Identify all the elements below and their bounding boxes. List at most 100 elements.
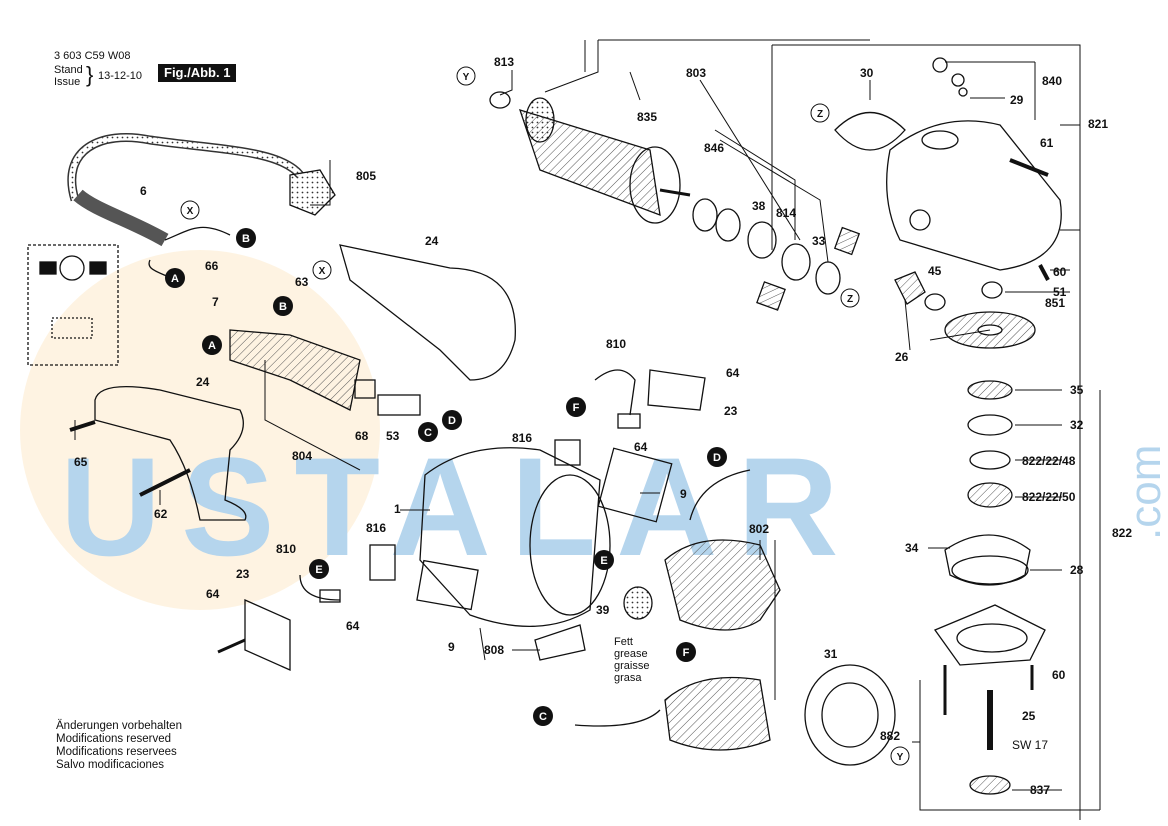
grease-en: grease: [614, 648, 648, 660]
callout-z-1: Z: [810, 103, 830, 123]
callout-f-1: F: [566, 397, 586, 417]
callout-b-1: B: [236, 228, 256, 248]
svg-text:Z: Z: [817, 109, 823, 120]
label-7: 7: [212, 295, 219, 309]
label-821: 821: [1088, 117, 1108, 131]
circlip-846: [692, 198, 718, 232]
label-822: 822: [1112, 526, 1132, 540]
screw-65: [69, 420, 96, 432]
label-60-lower: 60: [1052, 668, 1066, 682]
grease-fr: graisse: [614, 660, 649, 672]
ring-33: [815, 261, 841, 295]
label-813: 813: [494, 55, 514, 69]
svg-text:Y: Y: [463, 72, 470, 83]
label-814: 814: [776, 206, 796, 220]
label-34: 34: [905, 541, 919, 555]
label-64-c: 64: [346, 619, 360, 633]
label-51: 51: [1053, 285, 1067, 299]
brace-icon: }: [86, 62, 94, 87]
issue-date: 13-12-10: [98, 70, 143, 82]
label-6: 6: [140, 184, 147, 198]
label-29: 29: [1010, 93, 1024, 107]
label-816-upper: 816: [512, 431, 532, 445]
figure-label: Fig./Abb. 1: [158, 64, 237, 82]
watermark-suffix: .com: [1121, 445, 1168, 540]
label-63: 63: [295, 275, 309, 289]
flange-31: [804, 664, 896, 766]
svg-text:A: A: [208, 340, 216, 352]
footer-line-en: Modifications reserved: [56, 733, 172, 745]
callout-c-1: C: [418, 422, 438, 442]
label-810-lower: 810: [276, 542, 296, 556]
stand-label: Stand: [54, 64, 83, 76]
label-808: [534, 624, 586, 661]
bearing-38: [747, 221, 777, 259]
bearing-813: [489, 91, 511, 109]
label-68: 68: [355, 429, 369, 443]
armature: [518, 109, 661, 216]
o-ring-28: [951, 555, 1029, 585]
label-39: 39: [596, 603, 610, 617]
label-810-upper: 810: [606, 337, 626, 351]
callout-a-2: A: [202, 335, 222, 355]
wiring-schematic: [27, 244, 119, 366]
label-32: 32: [1070, 418, 1084, 432]
switch-assembly: [229, 329, 361, 411]
screw-61: [1009, 158, 1049, 177]
label-805: 805: [356, 169, 376, 183]
issue-label: Issue: [54, 76, 81, 88]
svg-text:D: D: [713, 452, 721, 464]
label-25: 25: [1022, 709, 1036, 723]
leader-lines: [74, 39, 1101, 820]
label-1: 1: [394, 502, 401, 516]
bearing-822-22-50: [967, 482, 1013, 508]
switch-53: [377, 394, 421, 416]
callout-f-2: F: [676, 642, 696, 662]
label-45: 45: [928, 264, 942, 278]
callout-a-1: A: [165, 268, 185, 288]
bearing-814: [781, 243, 811, 281]
label-808: 808: [484, 643, 504, 657]
cover-23-upper: [647, 369, 706, 411]
label-835: 835: [637, 110, 657, 124]
svg-text:B: B: [242, 233, 250, 245]
label-804: 804: [292, 449, 312, 463]
label-66: 66: [205, 259, 219, 273]
label-9-lower: 9: [448, 640, 455, 654]
label-60-upper: 60: [1053, 265, 1067, 279]
label-9-upper: 9: [680, 487, 687, 501]
svg-text:B: B: [279, 301, 287, 313]
circlip-822-22-48: [969, 450, 1011, 470]
handle-24-lower: [94, 386, 247, 521]
document-number: 3 603 C59 W08: [54, 50, 131, 62]
callout-e-1: E: [309, 559, 329, 579]
svg-text:Y: Y: [897, 752, 904, 763]
pinion: [894, 271, 926, 305]
svg-text:C: C: [539, 711, 547, 723]
label-38: 38: [752, 199, 766, 213]
label-64-d: 64: [634, 440, 648, 454]
callout-b-2: B: [273, 296, 293, 316]
label-24-upper: 24: [425, 234, 439, 248]
brush-holder-816b: [369, 544, 396, 581]
callout-y-2: Y: [890, 746, 910, 766]
cord-wire: [164, 226, 231, 241]
svg-text:E: E: [600, 555, 607, 567]
label-35: 35: [1070, 383, 1084, 397]
grease-de: Fett: [614, 636, 633, 648]
label-62: 62: [154, 507, 168, 521]
label-65: 65: [74, 455, 88, 469]
label-803: 803: [686, 66, 706, 80]
callout-y-1: Y: [456, 66, 476, 86]
svg-text:X: X: [319, 266, 326, 277]
outline-callouts: X X Y Y Z Z: [180, 66, 910, 766]
handle-24-upper: [339, 244, 516, 381]
label-23-upper: 23: [724, 404, 738, 418]
label-64-b: 64: [206, 587, 220, 601]
label-837: 837: [1030, 783, 1050, 797]
screw-62: [139, 468, 191, 497]
label-31: 31: [824, 647, 838, 661]
svg-text:F: F: [683, 647, 690, 659]
